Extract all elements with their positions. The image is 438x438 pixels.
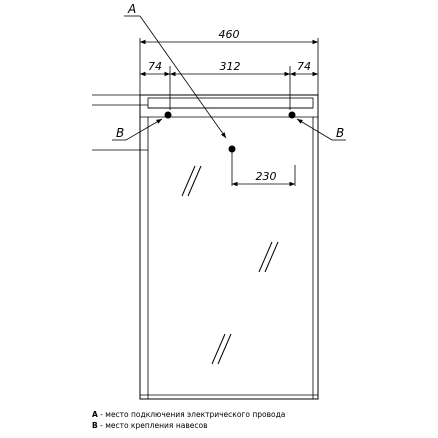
leader-b-right [296, 118, 333, 141]
dim-74-left-label: 74 [148, 60, 162, 73]
cabinet-outline [139, 94, 319, 400]
dim-460-label: 460 [219, 28, 240, 41]
point-b-right-label: B [336, 126, 344, 140]
dim-230-label: 230 [256, 170, 277, 183]
wire-connection-point [228, 145, 236, 153]
point-a-label: A [127, 2, 136, 16]
dim-74-right-label: 74 [297, 60, 311, 73]
dim-312-label: 312 [220, 60, 241, 73]
legend-b-key: B [92, 421, 98, 430]
point-b-left-label: B [116, 126, 124, 140]
mount-point-right [288, 111, 296, 119]
legend-a-key: A [92, 410, 98, 419]
leader-a [139, 15, 227, 139]
mirror-glass-marks [181, 165, 279, 365]
mount-point-left [164, 111, 172, 119]
leader-b-left [125, 118, 163, 141]
legend-a-text: - место подключения электрического прово… [97, 410, 286, 419]
legend-a: A - место подключения электрического про… [92, 410, 285, 419]
dimension-lines [140, 39, 318, 187]
wall-lines [92, 94, 148, 151]
legend-b: B - место крепления навесов [92, 421, 208, 430]
legend-b-text: - место крепления навесов [97, 421, 208, 430]
